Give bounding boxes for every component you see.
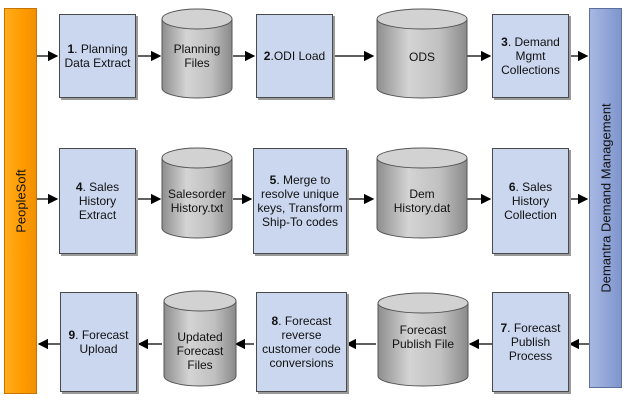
step-4-box: 4. Sales History Extract [59,148,136,254]
cylinder-dem-history [376,147,468,239]
dem-history-label: Dem History.dat [393,187,451,215]
peoplesoft-bar: PeopleSoft [4,8,37,394]
step-6-number: 6 [508,180,516,194]
cylinder-ods [376,8,468,99]
step-3-text: . Demand Mgmt Collections [501,35,560,77]
step-9-number: 9 [68,328,76,342]
step-7-number: 7 [500,321,508,335]
step-4-text: . Sales History Extract [78,180,120,222]
updated-forecast-files-label: Updated Forecast Files [176,330,224,372]
cylinder-forecast-publish-file [377,292,469,387]
step-1-box: 1. Planning Data Extract [59,14,136,98]
demantra-bar: Demantra Demand Management [589,8,622,388]
step-4-number: 4 [75,180,83,194]
step-1-number: 1 [67,42,75,56]
step-6-box: 6. Sales History Collection [492,148,569,254]
step-6-text: . Sales History Collection [504,180,557,222]
forecast-publish-file-label: Forecast Publish File [391,323,455,351]
salesorder-history-label: Salesorder History.txt [167,187,227,215]
ods-label: ODS [408,50,435,64]
step-3-box: 3. Demand Mgmt Collections [492,14,569,98]
step-8-box: 8. Forecast reverse customer code conver… [256,292,347,392]
step-7-box: 7. Forecast Publish Process [492,292,569,392]
step-7-text: . Forecast Publish Process [507,321,561,363]
planning-files-label: Planning Files [173,42,221,70]
step-8-number: 8 [271,314,279,328]
step-3-number: 3 [501,35,508,49]
step-2-text: .ODI Load [270,49,326,63]
step-2-number: 2 [263,49,271,63]
cylinder-salesorder-history [161,147,233,239]
step-8-text: . Forecast reverse customer code convers… [262,314,341,370]
cylinder-updated-forecast-files [163,290,237,387]
step-2-box: 2.ODI Load [256,14,333,98]
step-5-box: 5. Merge to resolve unique keys, Transfo… [253,148,347,254]
step-5-number: 5 [269,173,277,187]
step-9-text: . Forecast Upload [75,328,129,356]
step-1-text: . Planning Data Extract [64,42,131,70]
step-9-box: 9. Forecast Upload [60,292,137,392]
step-5-text: . Merge to resolve unique keys, Transfor… [257,173,343,229]
cylinder-planning-files [161,8,233,99]
